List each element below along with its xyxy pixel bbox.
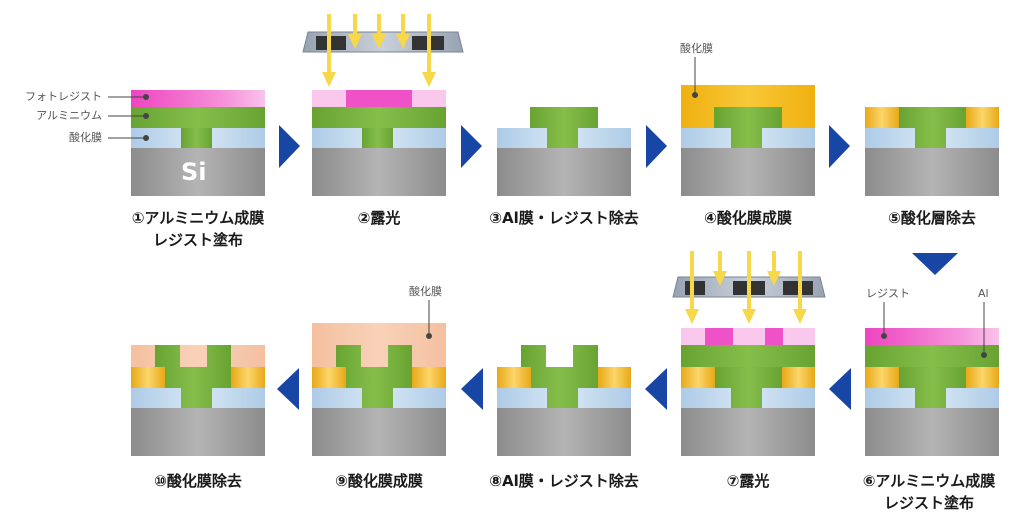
step-1-caption: ①アルミニウム成膜 レジスト塗布 bbox=[103, 207, 293, 251]
step-1-number: ① bbox=[131, 209, 145, 227]
label-oxide-step9: 酸化膜 bbox=[409, 285, 442, 298]
step-2-caption: ②露光 bbox=[284, 207, 474, 229]
arrow-down bbox=[912, 253, 958, 275]
step-1-stack bbox=[131, 90, 265, 196]
oxide-film-remaining bbox=[131, 345, 265, 367]
step-5-caption: ⑤酸化層除去 bbox=[837, 207, 1024, 229]
step-10-number: ⑩ bbox=[154, 472, 167, 490]
step-1-leaders bbox=[108, 94, 149, 141]
aluminium-fill bbox=[181, 128, 212, 148]
step-10-stack bbox=[131, 345, 265, 456]
step-7-caption: ⑦露光 bbox=[653, 470, 843, 492]
aluminium-layer bbox=[131, 107, 265, 128]
step-8-number: ⑧ bbox=[489, 472, 502, 490]
arrow-left bbox=[277, 368, 299, 410]
step-7-light-arrows bbox=[685, 251, 807, 324]
step-2-stack bbox=[312, 90, 446, 196]
step-3-number: ③ bbox=[489, 209, 502, 227]
step-1-line-2: レジスト塗布 bbox=[152, 231, 243, 249]
step-9-number: ⑨ bbox=[335, 472, 348, 490]
step-9-leader bbox=[426, 300, 432, 339]
step-6-number: ⑥ bbox=[862, 472, 876, 490]
step-5-number: ⑤ bbox=[888, 209, 901, 227]
step-3-caption: ③Al膜・レジスト除去 bbox=[469, 207, 659, 229]
exposed-resist bbox=[412, 90, 446, 107]
step-4-leader bbox=[692, 57, 698, 98]
label-al-step6: Al bbox=[978, 287, 989, 300]
step-7-stack bbox=[681, 328, 815, 456]
label-oxide-step4: 酸化膜 bbox=[680, 42, 713, 55]
label-oxide: 酸化膜 bbox=[69, 131, 102, 144]
step-6-leaders bbox=[881, 302, 987, 358]
label-silicon: Si bbox=[181, 158, 207, 186]
step-9-caption: ⑨酸化膜成膜 bbox=[284, 470, 474, 492]
step-6-stack bbox=[865, 328, 999, 456]
step-2-number: ② bbox=[357, 209, 371, 227]
step-4-stack bbox=[681, 85, 815, 196]
step-7-line-1: 露光 bbox=[739, 472, 770, 490]
unexposed-resist bbox=[346, 90, 412, 107]
step-4-number: ④ bbox=[704, 209, 717, 227]
step-4-caption: ④酸化膜成膜 bbox=[653, 207, 843, 229]
mask-block bbox=[685, 281, 705, 295]
arrow-left bbox=[461, 368, 483, 410]
step-3-line-1: Al膜・レジスト除去 bbox=[501, 209, 639, 227]
label-resist-step6: レジスト bbox=[866, 287, 910, 300]
step-1-line-1: アルミニウム成膜 bbox=[144, 209, 265, 227]
label-aluminium: アルミニウム bbox=[36, 109, 102, 122]
step-4-line-1: 酸化膜成膜 bbox=[716, 209, 792, 227]
arrow-right bbox=[461, 125, 482, 168]
step-2-line-1: 露光 bbox=[370, 209, 401, 227]
step-8-line-1: Al膜・レジスト除去 bbox=[501, 472, 639, 490]
step-6-line-1: アルミニウム成膜 bbox=[875, 472, 996, 490]
silicon-layer bbox=[131, 148, 265, 196]
step-6-line-2: レジスト塗布 bbox=[883, 494, 974, 512]
arrow-right bbox=[829, 125, 850, 168]
step-5-stack bbox=[865, 107, 999, 196]
step-9-line-1: 酸化膜成膜 bbox=[347, 472, 423, 490]
step-9-stack bbox=[312, 323, 446, 456]
step-8-stack bbox=[497, 345, 631, 456]
step-2-light-arrows bbox=[322, 14, 436, 87]
step-3-stack bbox=[497, 107, 631, 196]
exposed-resist bbox=[312, 90, 346, 107]
arrow-right bbox=[279, 125, 300, 168]
photoresist-layer bbox=[131, 90, 265, 107]
step-5-line-1: 酸化層除去 bbox=[900, 209, 976, 227]
step-10-line-1: 酸化膜除去 bbox=[166, 472, 242, 490]
step-6-caption: ⑥アルミニウム成膜 レジスト塗布 bbox=[834, 470, 1024, 514]
step-7-number: ⑦ bbox=[726, 472, 740, 490]
arrow-left bbox=[829, 368, 851, 410]
label-photoresist: フォトレジスト bbox=[25, 90, 102, 103]
arrow-right bbox=[646, 125, 667, 168]
flow-arrows bbox=[277, 125, 958, 410]
step-8-caption: ⑧Al膜・レジスト除去 bbox=[469, 470, 659, 492]
step-10-caption: ⑩酸化膜除去 bbox=[103, 470, 293, 492]
arrow-left bbox=[645, 368, 667, 410]
